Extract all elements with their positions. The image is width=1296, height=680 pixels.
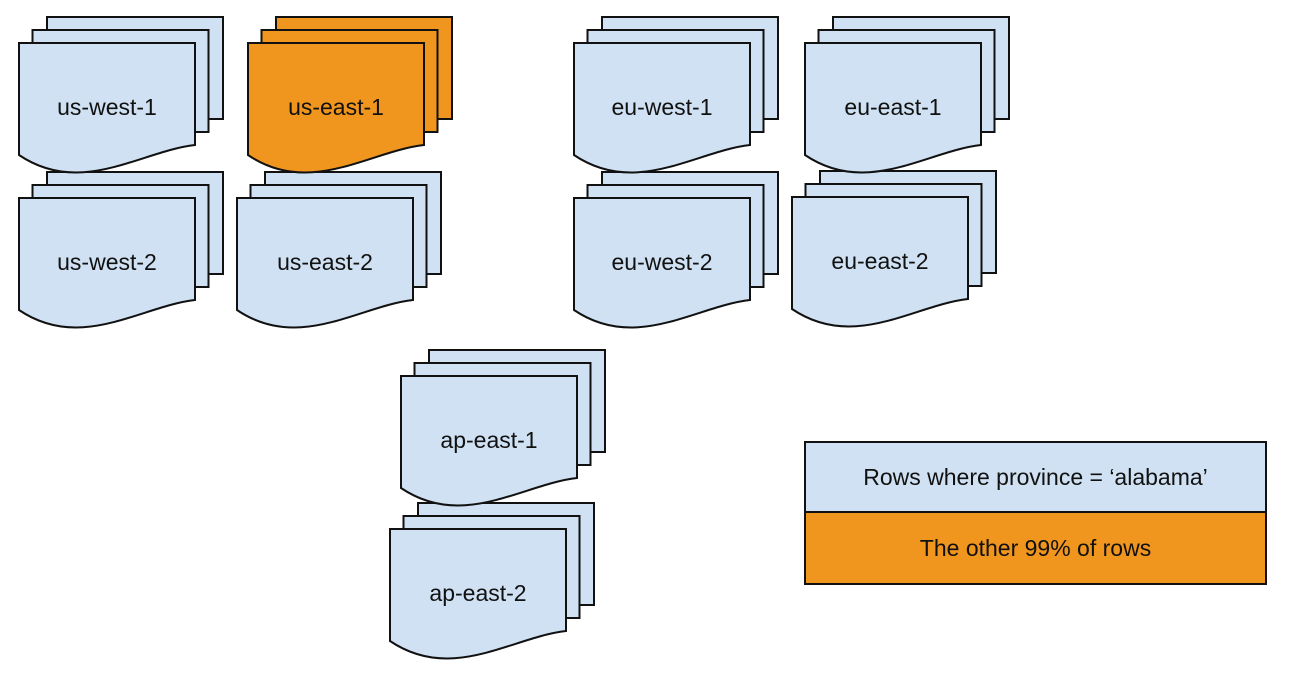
region-label: ap-east-2 [429,579,527,606]
stack-eu-west-1: eu-west-1 [573,16,779,176]
page-front [791,196,969,328]
stack-us-east-2: us-east-2 [236,171,442,331]
document-stack-icon [236,171,442,329]
document-stack-icon [791,170,997,328]
stack-us-west-2: us-west-2 [18,171,224,331]
region-label: ap-east-1 [440,426,538,453]
legend-row-other-label: The other 99% of rows [919,534,1152,561]
document-stack-icon [18,16,224,174]
region-label: eu-east-2 [831,247,929,274]
region-label: us-east-2 [277,248,373,275]
stack-eu-east-1: eu-east-1 [804,16,1010,176]
page-front [573,42,751,174]
stack-eu-west-2: eu-west-2 [573,171,779,331]
region-label: eu-east-1 [844,93,942,120]
page-front [247,42,425,174]
legend-row-alabama: Rows where province = ‘alabama’ [806,443,1265,511]
stack-us-west-1: us-west-1 [18,16,224,176]
legend-row-other: The other 99% of rows [806,511,1265,583]
stack-ap-east-1: ap-east-1 [400,349,606,509]
document-stack-icon [247,16,453,174]
page-front [18,42,196,174]
document-stack-icon [18,171,224,329]
stack-eu-east-2: eu-east-2 [791,170,997,330]
stack-ap-east-2: ap-east-2 [389,502,595,662]
legend-row-alabama-label: Rows where province = ‘alabama’ [863,463,1208,490]
page-front [18,197,196,329]
document-stack-icon [804,16,1010,174]
document-stack-icon [573,16,779,174]
region-label: us-west-1 [57,93,157,120]
region-label: us-west-2 [57,248,157,275]
page-front [804,42,982,174]
region-label: eu-west-2 [611,248,713,275]
region-label: us-east-1 [288,93,384,120]
region-label: eu-west-1 [611,93,713,120]
legend: Rows where province = ‘alabama’ The othe… [804,441,1267,585]
document-stack-icon [573,171,779,329]
page-front [389,528,567,660]
page-front [573,197,751,329]
page-front [236,197,414,329]
document-stack-icon [389,502,595,660]
page-front [400,375,578,507]
stack-us-east-1: us-east-1 [247,16,453,176]
document-stack-icon [400,349,606,507]
